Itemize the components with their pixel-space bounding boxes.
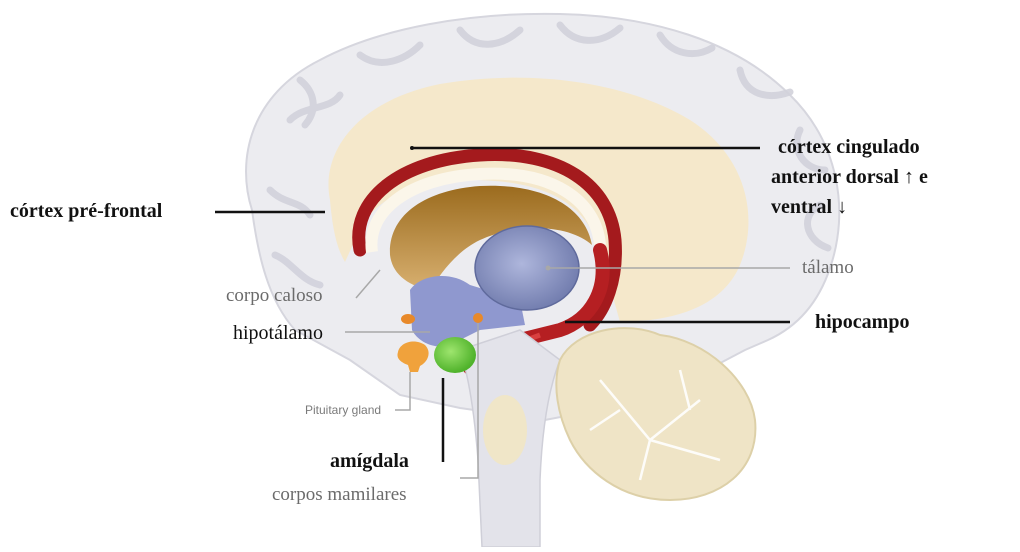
label-thalamus: tálamo <box>802 257 854 279</box>
label-cingulate-2: anterior dorsal ↑ e <box>771 166 928 189</box>
label-cingulate-1: córtex cingulado <box>778 136 920 159</box>
pituitary-stalk <box>401 314 415 324</box>
label-prefrontal: córtex pré-frontal <box>10 200 162 223</box>
label-hypothalamus: hipotálamo <box>233 322 323 345</box>
label-amygdala: amígdala <box>330 450 409 473</box>
label-hippocampus: hipocampo <box>815 311 909 334</box>
pons <box>483 395 527 465</box>
mammillary-dot <box>473 313 483 323</box>
amygdala-shape <box>434 337 476 373</box>
label-mammillary: corpos mamilares <box>272 484 407 506</box>
label-corpus-callosum: corpo caloso <box>226 285 323 307</box>
label-cingulate-3: ventral ↓ <box>771 196 847 219</box>
label-pituitary: Pituitary gland <box>305 403 381 417</box>
